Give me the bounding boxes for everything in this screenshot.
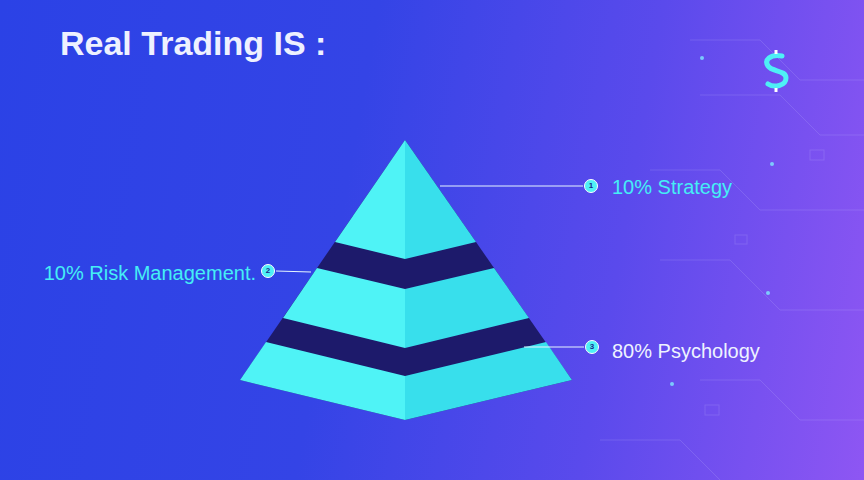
pyramid-face-left — [240, 342, 405, 420]
pyramid-face-left — [283, 268, 405, 348]
pyramid-face-right — [405, 342, 572, 420]
sparkle-dots — [670, 56, 774, 386]
callout-circle: 1 — [584, 179, 598, 193]
diagram-title: Real Trading IS : — [60, 24, 326, 63]
logo-icon — [767, 50, 786, 92]
pyramid-face-right — [405, 268, 529, 348]
callout-number: 1 — [589, 182, 593, 190]
background-circuit — [600, 40, 864, 480]
leader-line — [524, 347, 584, 348]
leader-line — [440, 186, 583, 187]
leader-line — [276, 271, 311, 272]
callout-circle: 3 — [585, 340, 599, 354]
callout-number: 2 — [266, 267, 270, 275]
percentage-label: 80% Psychology — [612, 339, 760, 363]
pyramid-face-left — [335, 140, 405, 259]
percentage-label: 10% Strategy — [612, 175, 732, 199]
percentage-label: 10% Risk Management. — [44, 261, 256, 285]
callout-number: 3 — [590, 343, 594, 351]
callout-circle: 2 — [261, 264, 275, 278]
pyramid-gap — [240, 140, 572, 420]
pyramid-face-right — [405, 140, 476, 259]
